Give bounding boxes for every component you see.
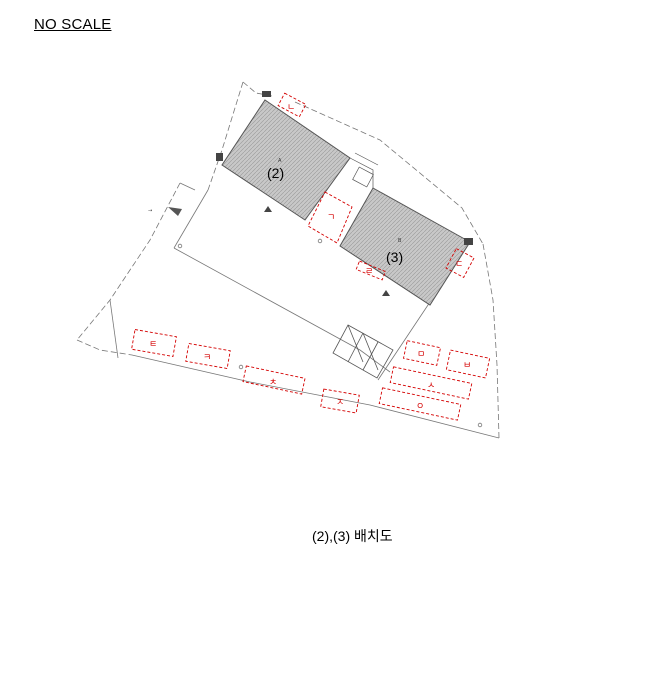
- zone-markers: [131, 92, 491, 421]
- road-note: →: [148, 208, 152, 214]
- building-b[interactable]: [339, 187, 471, 306]
- building-a-tag: A: [278, 158, 282, 164]
- zone-z5-label: ㅌ: [149, 340, 157, 350]
- zone-z9-label: ㅁ: [417, 350, 425, 360]
- zone-z5[interactable]: [131, 328, 177, 358]
- zone-z10[interactable]: [445, 349, 491, 379]
- zone-z8-label: ㅈ: [336, 398, 344, 408]
- zone-z6-label: ㅋ: [203, 353, 211, 363]
- zone-z6[interactable]: [185, 342, 231, 370]
- survey-points: [177, 238, 483, 428]
- zone-z12-label: ㅇ: [416, 402, 424, 412]
- zone-z7-label: ㅊ: [269, 378, 277, 388]
- parking-area: [332, 324, 394, 379]
- zone-z12[interactable]: [378, 387, 462, 421]
- zone-z1-label: ㄴ: [287, 103, 295, 113]
- building-connector: [349, 152, 379, 188]
- building-a-label: (2): [267, 165, 284, 181]
- zone-z11-label: ㅅ: [427, 381, 435, 391]
- zone-z1[interactable]: [277, 92, 307, 118]
- zone-z3[interactable]: [355, 260, 387, 281]
- road-arrow: →: [148, 207, 182, 216]
- zone-z2[interactable]: [307, 191, 353, 244]
- building-b-label: (3): [386, 249, 403, 265]
- building-b-tag: B: [398, 238, 402, 244]
- zone-z11[interactable]: [389, 366, 473, 400]
- site-edges: [109, 182, 500, 439]
- zone-z3-label: ㄹ: [365, 267, 373, 277]
- zone-z4-label: ㄷ: [455, 260, 463, 270]
- zone-z4[interactable]: [445, 247, 475, 279]
- no-scale-note: NO SCALE: [34, 16, 112, 33]
- building-a[interactable]: [221, 99, 351, 221]
- entrance-markers: [216, 91, 473, 296]
- zone-z2-label: ㄱ: [327, 213, 335, 223]
- zone-labels: ㄴ ㄱ ㄹ ㄷ ㅌ ㅋ ㅊ ㅈ ㅁ ㅂ ㅅ ㅇ: [149, 103, 471, 412]
- zone-z8[interactable]: [320, 388, 360, 414]
- drawing-caption: (2),(3) 배치도: [312, 528, 393, 544]
- zone-z10-label: ㅂ: [463, 361, 471, 371]
- zone-z9[interactable]: [402, 340, 442, 366]
